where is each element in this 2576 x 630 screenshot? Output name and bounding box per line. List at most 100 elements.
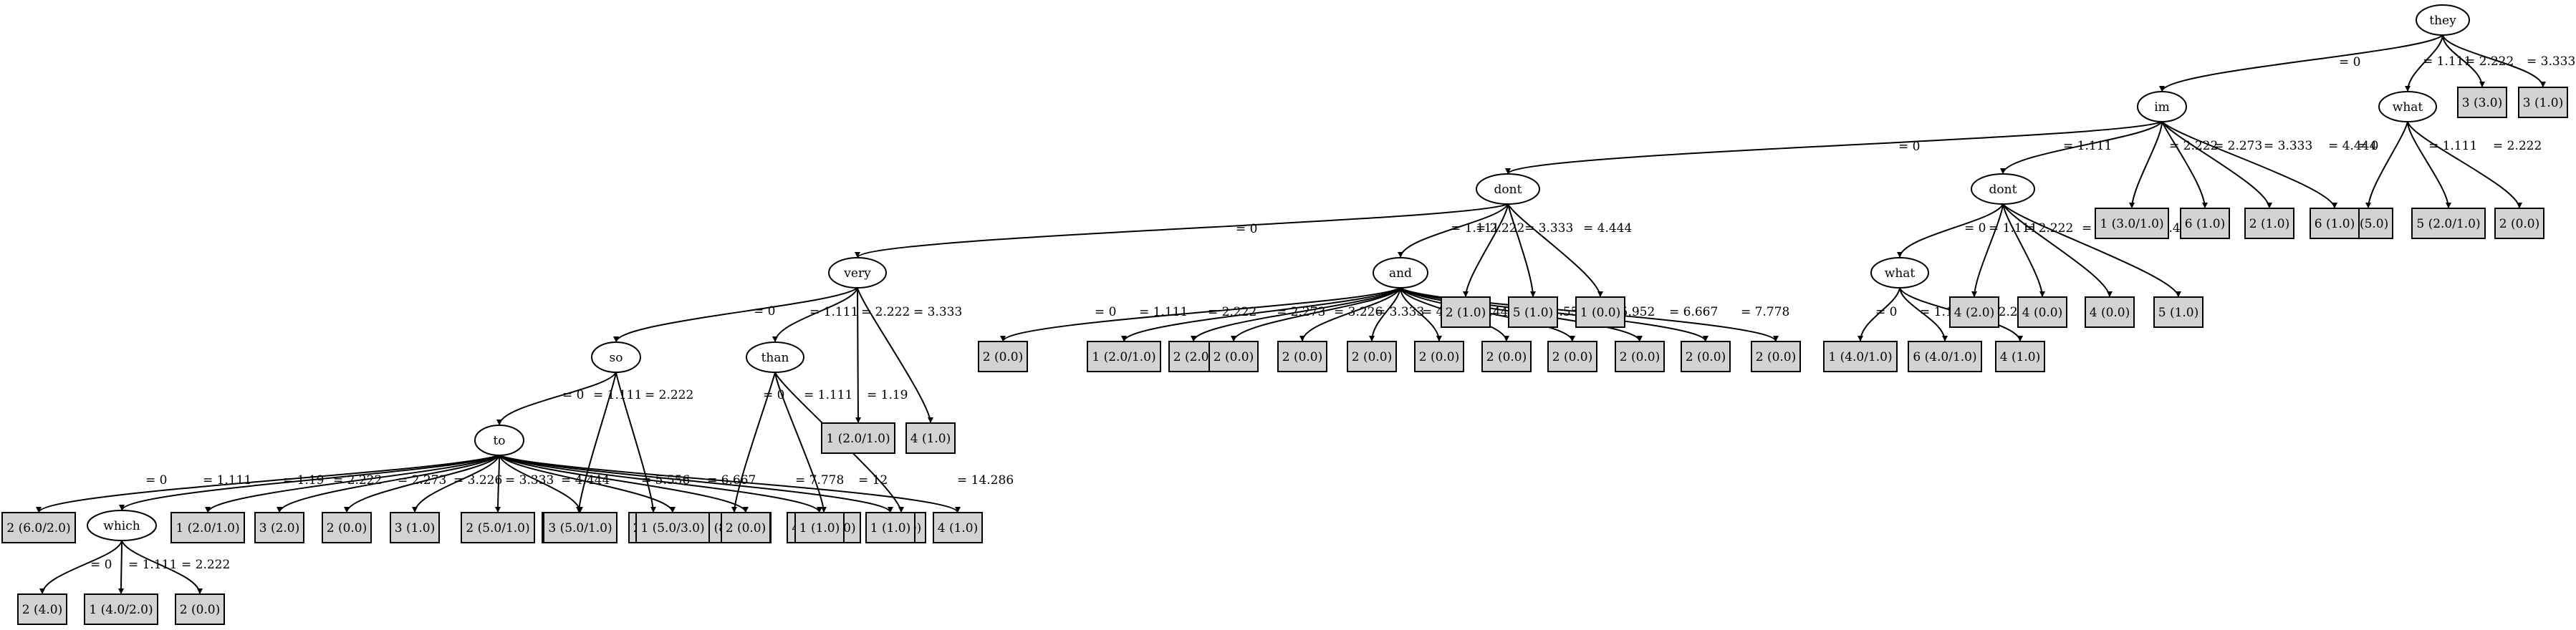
edge-label: = 2.222	[1208, 305, 1256, 319]
tree-leaf: 2 (0.0)	[322, 512, 372, 543]
tree-leaf: 2 (0.0)	[1347, 341, 1397, 372]
tree-leaf-label: 2 (0.0)	[1419, 350, 1460, 364]
tree-edge	[496, 372, 617, 426]
tree-leaf: 2 (0.0)	[1481, 341, 1532, 372]
tree-leaf-label: 2 (0.0)	[1552, 350, 1593, 364]
tree-node-very: very	[828, 257, 887, 289]
tree-edge	[2407, 121, 2522, 209]
tree-leaf: 2 (0.0)	[1208, 341, 1259, 372]
tree-edge	[1897, 203, 2004, 258]
tree-leaf: 3 (2.0)	[254, 512, 304, 543]
tree-leaf: 5 (2.0/1.0)	[2411, 208, 2486, 239]
tree-edge	[2000, 121, 2163, 175]
tree-edge	[412, 455, 500, 513]
tree-leaf-label: 2 (0.0)	[726, 521, 766, 536]
tree-edge	[499, 455, 893, 513]
tree-edge	[36, 455, 500, 513]
tree-edge	[1463, 203, 1509, 298]
edge-label: = 0	[1236, 222, 1257, 236]
tree-edge	[1400, 287, 1708, 342]
tree-node-label: than	[761, 351, 789, 365]
tree-leaf-label: 2 (0.0)	[1282, 350, 1323, 364]
edge-label: = 1.111	[2063, 139, 2112, 153]
tree-edge	[2129, 121, 2163, 209]
tree-leaf-label: 1 (1.0)	[870, 521, 911, 536]
tree-leaf: 4 (1.0)	[933, 512, 983, 543]
tree-leaf-label: 1 (1.0)	[799, 521, 840, 536]
tree-leaf-label: 2 (2.0)	[1173, 350, 1214, 364]
tree-leaf: 2 (0.0)	[1751, 341, 1801, 372]
tree-edge	[2365, 121, 2408, 209]
tree-leaf: 1 (2.0/1.0)	[170, 512, 245, 543]
tree-node-label: what	[1885, 266, 1916, 281]
edge-label: = 3.333	[913, 305, 962, 319]
tree-leaf-label: 5 (1.0)	[2158, 306, 2199, 320]
tree-edge	[1231, 287, 1401, 342]
edge-label: = 2.222	[2465, 54, 2514, 69]
tree-leaf-label: 4 (1.0)	[2000, 350, 2041, 364]
tree-edge	[39, 540, 122, 595]
tree-node-label: dont	[1494, 183, 1522, 197]
tree-edge	[495, 455, 501, 513]
tree-edge	[1857, 287, 1900, 342]
tree-leaf-label: 2 (0.0)	[1213, 350, 1254, 364]
tree-node-than: than	[746, 341, 804, 373]
tree-node-to: to	[474, 425, 524, 456]
tree-edge	[2161, 121, 2337, 209]
tree-node-what2: what	[1870, 257, 1929, 289]
edge-label: = 1.111	[1989, 221, 2037, 236]
edge-label: = 1.111	[804, 388, 852, 402]
tree-edge	[2002, 203, 2181, 298]
tree-node-label: very	[843, 266, 871, 281]
tree-leaf: 2 (0.0)	[1681, 341, 1731, 372]
tree-leaf-label: 1 (0.0)	[1580, 306, 1621, 320]
tree-edge	[118, 540, 125, 595]
tree-leaf: 3 (5.0/1.0)	[543, 512, 617, 543]
tree-leaf: 1 (0.0)	[1575, 296, 1625, 328]
tree-leaf-label: 1 (2.0/1.0)	[1092, 350, 1155, 364]
tree-leaf-label: 3 (3.0)	[2462, 96, 2503, 110]
tree-leaf: 2 (0.0)	[978, 341, 1028, 372]
edge-label: = 0	[1095, 305, 1116, 319]
edge-label: = 0	[754, 304, 775, 319]
tree-node-im: im	[2137, 91, 2187, 122]
edge-label: = 6.667	[707, 473, 756, 488]
tree-edge	[499, 455, 749, 513]
tree-edge	[2161, 121, 2208, 209]
edge-label: = 2.222	[1476, 221, 1524, 236]
tree-leaf: 2 (5.0/1.0)	[461, 512, 535, 543]
tree-leaf: 1 (2.0/1.0)	[1087, 341, 1161, 372]
tree-leaf: 2 (4.0)	[17, 593, 67, 625]
tree-node-so: so	[591, 341, 641, 373]
tree-leaf-label: 2 (0.0)	[327, 521, 367, 536]
edge-label: = 0	[145, 473, 167, 488]
tree-leaf: 4 (1.0)	[1995, 341, 2045, 372]
tree-leaf-label: 2 (0.0)	[1352, 350, 1393, 364]
tree-leaf-label: 3 (2.0)	[259, 521, 300, 536]
tree-leaf: 5 (1.0)	[2153, 296, 2203, 328]
edge-label: = 3.333	[2527, 54, 2575, 69]
tree-edge	[2442, 34, 2485, 88]
tree-node-what1: what	[2378, 91, 2437, 122]
tree-leaf: 1 (1.0)	[794, 512, 845, 543]
tree-node-label: so	[610, 351, 623, 365]
tree-node-label: im	[2154, 100, 2170, 115]
tree-leaf: 2 (6.0/2.0)	[1, 512, 76, 543]
tree-leaf: 2 (0.0)	[1414, 341, 1464, 372]
edge-label: = 0	[763, 388, 784, 402]
tree-leaf-label: 3 (5.0/1.0)	[548, 521, 612, 536]
tree-leaf-label: 2 (0.0)	[1756, 350, 1797, 364]
tree-edge	[772, 287, 858, 343]
edge-label: = 2.273	[2214, 139, 2262, 153]
tree-leaf-label: 6 (1.0)	[2315, 217, 2355, 231]
tree-edge	[344, 455, 500, 513]
tree-leaf-label: 2 (1.0)	[2249, 217, 2290, 231]
tree-leaf: 2 (0.0)	[175, 593, 225, 625]
edge-label: = 1.19	[867, 388, 908, 402]
tree-leaf-label: 4 (1.0)	[910, 432, 951, 446]
edge-label: = 3.333	[505, 473, 554, 488]
tree-leaf-label: 3 (1.0)	[2523, 96, 2564, 110]
tree-leaf-label: 5 (1.0)	[1513, 306, 1554, 320]
tree-leaf: 1 (3.0/1.0)	[2095, 208, 2169, 239]
